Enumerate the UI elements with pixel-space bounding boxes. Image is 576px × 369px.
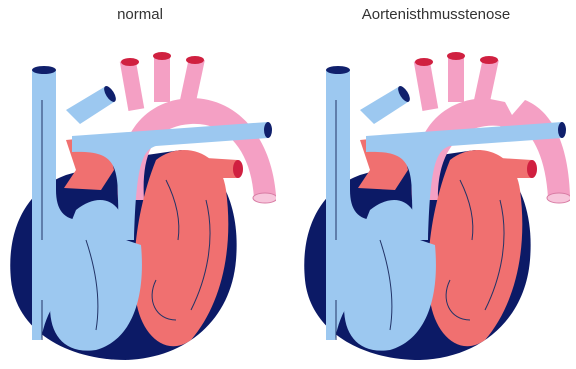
descending-aorta-cap <box>547 193 570 203</box>
heart-diagram-normal <box>6 40 276 365</box>
heart-diagram-stenosis <box>300 40 570 365</box>
aortic-branch-cap-2 <box>153 52 171 60</box>
pulmonary-trunk-cap <box>264 122 272 138</box>
panel-title-normal: normal <box>40 6 240 23</box>
aortic-branch-1 <box>414 59 438 111</box>
aortic-branch-cap-1 <box>121 58 139 66</box>
aortic-branch-1 <box>120 59 144 111</box>
aortic-branch-cap-2 <box>447 52 465 60</box>
aortic-branch-3 <box>473 57 499 107</box>
panel-title-stenosis: Aortenisthmusstenose <box>316 6 556 23</box>
pulmonary-trunk-cap <box>558 122 566 138</box>
pulmonary-vein-cap <box>233 160 243 178</box>
aortic-branch-2 <box>154 54 170 102</box>
aortic-branch-cap-3 <box>186 56 204 64</box>
aortic-branch-2 <box>448 54 464 102</box>
aortic-branch-cap-1 <box>415 58 433 66</box>
descending-aorta-cap <box>253 193 276 203</box>
aortic-branch-cap-3 <box>480 56 498 64</box>
vena-cava-cap <box>32 66 56 74</box>
vena-cava-cap <box>326 66 350 74</box>
pulmonary-vein-cap <box>527 160 537 178</box>
